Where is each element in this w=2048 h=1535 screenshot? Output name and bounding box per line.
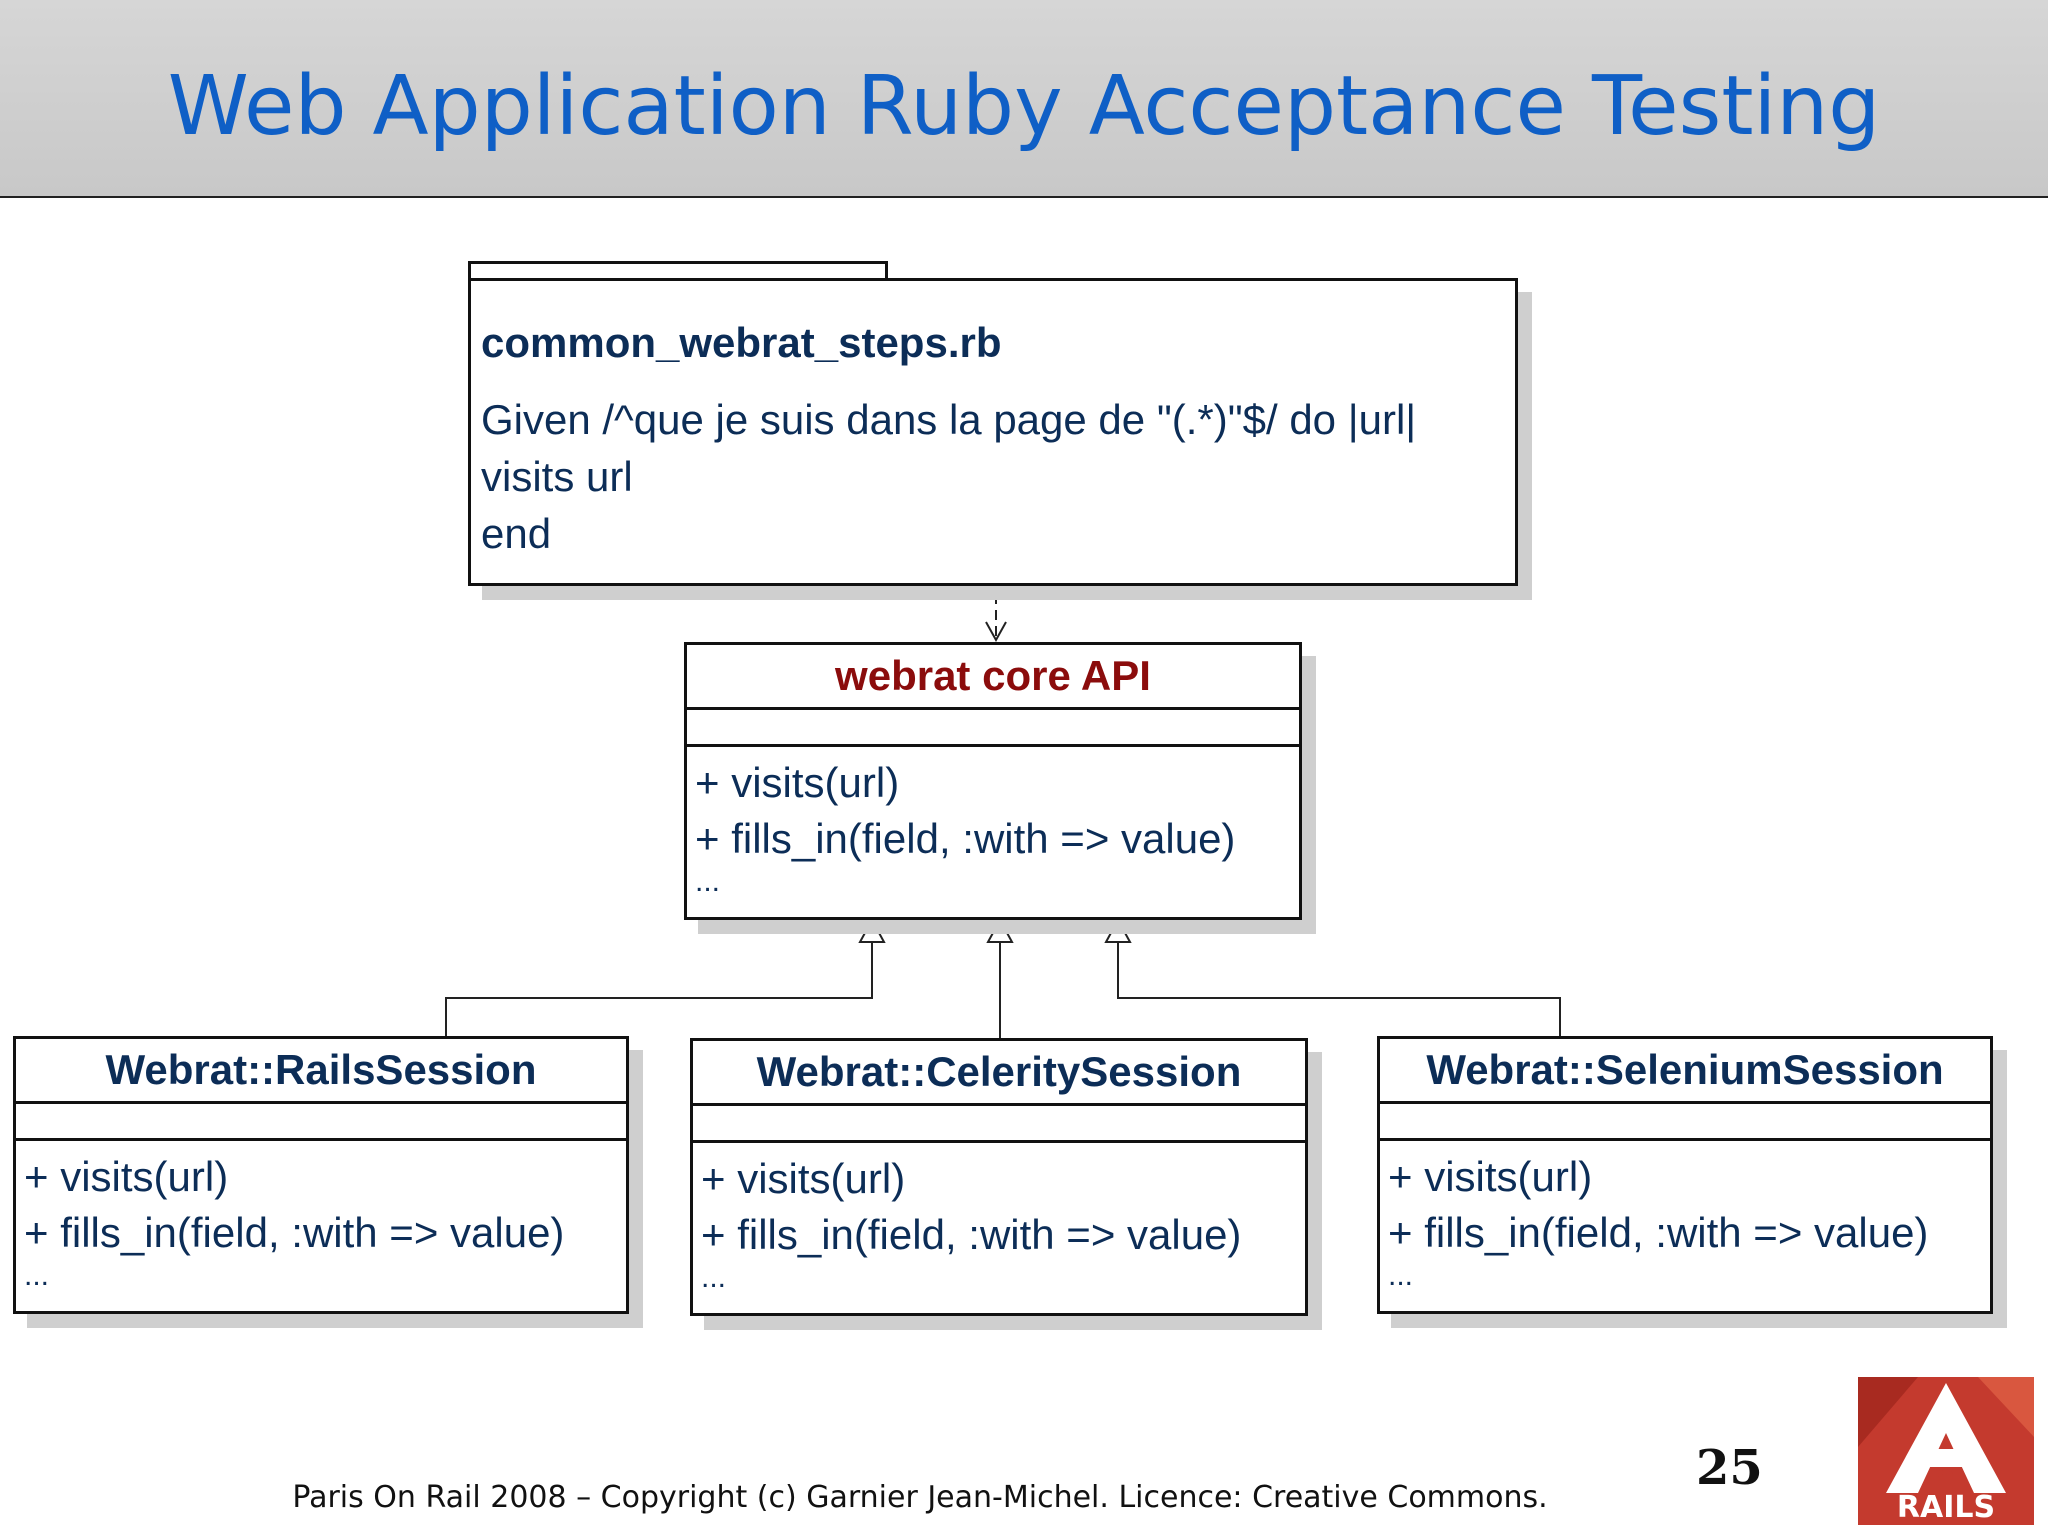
class-attributes bbox=[687, 710, 1299, 747]
code-line: end bbox=[481, 510, 552, 557]
generalization-arrowhead-selenium bbox=[1104, 917, 1132, 943]
slide-header bbox=[0, 0, 2048, 198]
operation: + visits(url) bbox=[695, 759, 900, 806]
class-attributes bbox=[693, 1106, 1305, 1143]
operation: + fills_in(field, :with => value) bbox=[1388, 1209, 1929, 1256]
package-name: common_webrat_steps.rb bbox=[481, 319, 1002, 366]
slide-title: Web Application Ruby Acceptance Testing bbox=[167, 59, 1881, 154]
generalization-line-selenium bbox=[1117, 942, 1561, 1036]
logo-bottom-text: RAILS bbox=[1897, 1490, 1995, 1525]
class-operations: + visits(url) + fills_in(field, :with =>… bbox=[16, 1141, 626, 1291]
operation-ellipsis: ... bbox=[1388, 1259, 1414, 1292]
operation: + visits(url) bbox=[24, 1153, 229, 1200]
slide-footer: Paris On Rail 2008 – Copyright (c) Garni… bbox=[292, 1480, 1548, 1515]
class-name: Webrat::CeleritySession bbox=[693, 1041, 1305, 1106]
page-number: 25 bbox=[1696, 1440, 1763, 1496]
operation: + fills_in(field, :with => value) bbox=[695, 815, 1236, 862]
operation-ellipsis: ... bbox=[695, 865, 721, 898]
class-name: Webrat::RailsSession bbox=[16, 1039, 626, 1104]
code-line: Given /^que je suis dans la page de "(.*… bbox=[481, 396, 1417, 443]
logo-a-shape bbox=[1886, 1383, 2006, 1493]
dependency-arrowhead bbox=[985, 621, 1007, 643]
class-selenium-session: Webrat::SeleniumSession + visits(url) + … bbox=[1377, 1036, 1993, 1314]
class-attributes bbox=[1380, 1104, 1990, 1141]
class-operations: + visits(url) + fills_in(field, :with =>… bbox=[1380, 1141, 1990, 1291]
generalization-arrowhead-celerity bbox=[986, 917, 1014, 943]
code-line: visits url bbox=[481, 453, 633, 500]
operation: + visits(url) bbox=[701, 1155, 906, 1202]
class-operations: + visits(url) + fills_in(field, :with =>… bbox=[687, 747, 1299, 897]
package-code: Given /^que je suis dans la page de "(.*… bbox=[481, 391, 1416, 562]
package-common-webrat-steps: common_webrat_steps.rb Given /^que je su… bbox=[468, 278, 1518, 586]
class-name: webrat core API bbox=[687, 645, 1299, 710]
class-name: Webrat::SeleniumSession bbox=[1380, 1039, 1990, 1104]
package-tab bbox=[468, 261, 888, 281]
class-celerity-session: Webrat::CeleritySession + visits(url) + … bbox=[690, 1038, 1308, 1316]
operation: + fills_in(field, :with => value) bbox=[701, 1211, 1242, 1258]
class-rails-session: Webrat::RailsSession + visits(url) + fil… bbox=[13, 1036, 629, 1314]
class-attributes bbox=[16, 1104, 626, 1141]
operation: + visits(url) bbox=[1388, 1153, 1593, 1200]
logo-top-text: ON bbox=[1936, 1466, 1956, 1480]
class-operations: + visits(url) + fills_in(field, :with =>… bbox=[693, 1143, 1305, 1293]
operation-ellipsis: ... bbox=[701, 1261, 727, 1294]
generalization-line-rails bbox=[445, 942, 873, 1036]
class-webrat-core-api: webrat core API + visits(url) + fills_in… bbox=[684, 642, 1302, 920]
generalization-arrowhead-rails bbox=[858, 917, 886, 943]
operation: + fills_in(field, :with => value) bbox=[24, 1209, 565, 1256]
operation-ellipsis: ... bbox=[24, 1259, 50, 1292]
paris-on-rails-logo: ON RAILS bbox=[1858, 1377, 2034, 1525]
